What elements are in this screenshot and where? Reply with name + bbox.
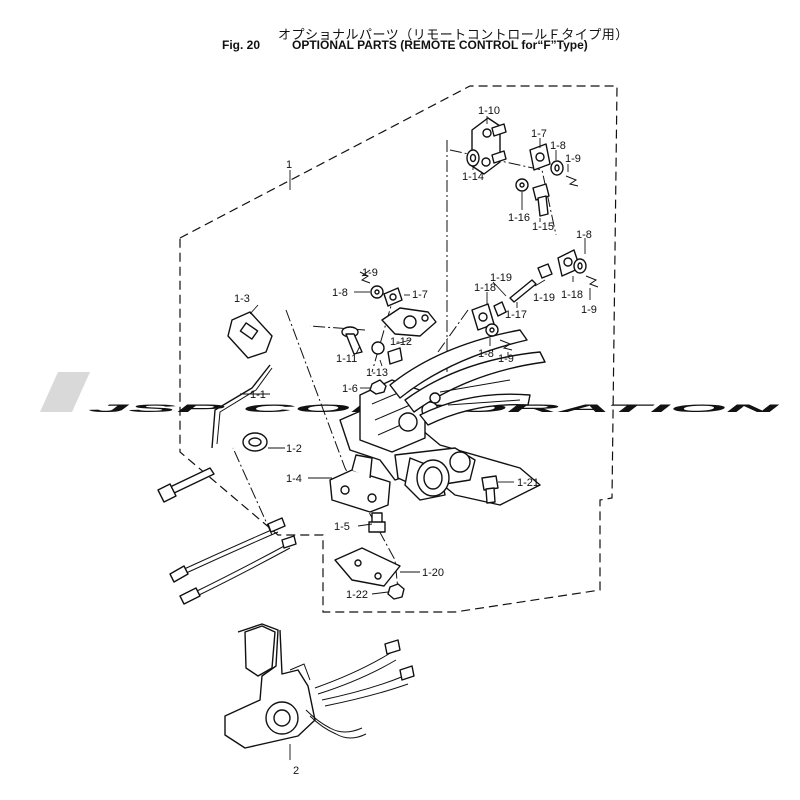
nut-1-22 [387, 583, 405, 600]
callout-1-12: 1-12 [390, 336, 412, 348]
callout-1-22: 1-22 [346, 589, 368, 601]
cover-plate-1-3 [227, 311, 273, 359]
callout-1-19-lower: 1-19 [533, 292, 555, 304]
callout-1-8-left: 1-8 [478, 348, 494, 360]
callout-1-2: 1-2 [286, 443, 302, 455]
collar-1-13 [371, 341, 403, 365]
nut-1-19-left [493, 301, 507, 317]
leader-lines [240, 116, 591, 760]
callout-1-19-upper: 1-19 [490, 272, 512, 284]
callout-1-13: 1-13 [366, 367, 388, 379]
callout-1-7-mid: 1-7 [412, 289, 428, 301]
lever-1-12 [381, 307, 437, 337]
washer-1-8-top [550, 160, 564, 176]
nut-1-6 [369, 379, 387, 395]
callout-1-15: 1-15 [532, 221, 554, 233]
callout-1-8-right: 1-8 [576, 229, 592, 241]
throttle-rod [157, 467, 215, 503]
bolt-1-21 [481, 475, 499, 504]
callout-1-9-right: 1-9 [581, 304, 597, 316]
ball-joint-1-7-mid [383, 287, 403, 307]
bolt-1-11 [341, 326, 363, 355]
callout-1-17: 1-17 [505, 309, 527, 321]
title-english: OPTIONAL PARTS (REMOTE CONTROL for“F”Typ… [292, 38, 588, 52]
washer-1-16 [515, 178, 529, 192]
control-lever-arms [389, 329, 546, 426]
title-japanese: オプショナルパーツ（リモートコントロールＦタイプ用） [278, 28, 629, 43]
bracket-1-4 [329, 454, 391, 513]
clip-1-9-top [565, 175, 579, 187]
watermark-logo-mark [40, 372, 90, 412]
callout-1-3: 1-3 [234, 293, 250, 305]
cable-1-1 [211, 364, 273, 449]
clip-1-9-left [499, 339, 513, 351]
washer-1-14 [466, 149, 480, 167]
callout-1-8-top: 1-8 [550, 140, 566, 152]
callout-1-21: 1-21 [517, 477, 539, 489]
callout-1-5: 1-5 [334, 521, 350, 533]
nut-1-19-right [537, 263, 553, 279]
washer-1-8-right [573, 258, 587, 274]
callout-1-11: 1-11 [336, 353, 357, 365]
bolt-1-15 [532, 183, 550, 217]
figure-number: Fig. 20 [222, 38, 261, 52]
callout-1-1: 1-1 [250, 389, 266, 401]
washer-1-8-mid [370, 285, 384, 299]
callout-1-9-top: 1-9 [565, 153, 581, 165]
ball-joint-1-7-top [529, 143, 551, 171]
callout-1-8-mid: 1-8 [332, 287, 348, 299]
callout-1-20: 1-20 [422, 567, 444, 579]
callout-1-18-right: 1-18 [561, 289, 583, 301]
control-cables [169, 517, 297, 605]
callout-1-7-top: 1-7 [531, 128, 547, 140]
callout-1-6: 1-6 [342, 383, 358, 395]
link-plate-1-10 [471, 117, 507, 175]
grommet-1-2 [242, 432, 268, 452]
callout-2: 2 [293, 765, 299, 777]
callout-1-9-left: 1-9 [498, 353, 514, 365]
plate-1-20 [334, 547, 401, 587]
callout-labels: 1 1-10 1-7 1-8 1-9 1-14 1-16 1-15 1-8 1-… [234, 105, 597, 777]
callout-1: 1 [286, 159, 292, 171]
washer-1-8-left [485, 323, 499, 337]
callout-1-16: 1-16 [508, 212, 530, 224]
remote-control-box-2 [224, 623, 415, 749]
callout-1-10: 1-10 [478, 105, 500, 117]
clip-1-9-right [585, 275, 599, 288]
callout-1-14: 1-14 [462, 171, 484, 183]
assembly-1-boundary [179, 85, 618, 613]
callout-1-18-left: 1-18 [474, 282, 496, 294]
callout-1-4: 1-4 [286, 473, 302, 485]
ball-joint-1-18-left [471, 303, 495, 331]
callout-1-9-mid: 1-9 [362, 267, 378, 279]
rod-1-17 [509, 279, 537, 303]
bolt-1-5 [368, 512, 386, 533]
